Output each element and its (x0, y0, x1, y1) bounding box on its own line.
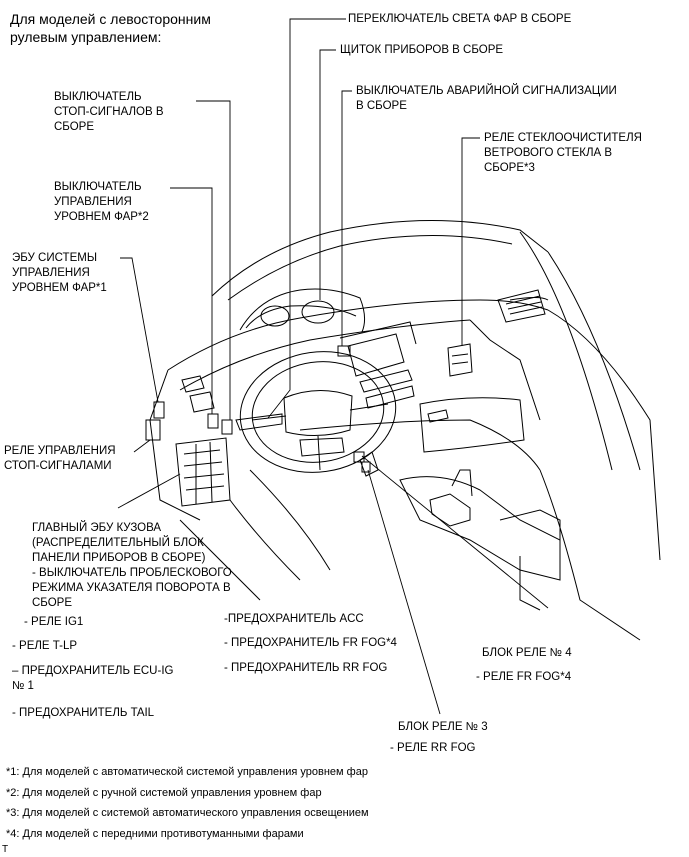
footnote-3: *3: Для моделей с системой автоматическо… (6, 807, 369, 819)
wiper-relay-part (447, 343, 473, 377)
footnote-4: *4: Для моделей с передними противотуман… (6, 828, 304, 840)
label-fuse-tail: - ПРЕДОХРАНИТЕЛЬ TAIL (12, 707, 155, 719)
leader-leveling-switch (170, 187, 213, 414)
leader-headlight-switch (267, 18, 346, 419)
glovebox (419, 397, 525, 453)
label-stop-light-switch: ВЫКЛЮЧАТЕЛЬ СТОП-СИГНАЛОВ В СБОРЕ (54, 91, 164, 133)
label-headlight-switch: ПЕРЕКЛЮЧАТЕЛЬ СВЕТА ФАР В СБОРЕ (348, 13, 572, 25)
leader-relay-block-4 (361, 455, 549, 609)
relay-block-4-part (353, 451, 365, 463)
instrument-cluster-hood (239, 288, 366, 333)
stop-light-relay-part (145, 419, 161, 441)
label-hazard-switch: ВЫКЛЮЧАТЕЛЬ АВАРИЙНОЙ СИГНАЛИЗАЦИИ В СБО… (356, 85, 617, 112)
label-combination-meter: ЩИТОК ПРИБОРОВ В СБОРЕ (340, 44, 504, 56)
steering-wheel (239, 351, 397, 473)
relay-block-3-part (361, 461, 371, 473)
leader-stop-light-switch (196, 100, 231, 420)
leader-relay-block-3 (367, 469, 441, 715)
right-a-pillar (547, 251, 641, 471)
label-relay-fr-fog: - РЕЛЕ FR FOG*4 (476, 671, 572, 683)
label-relay-tlp: - РЕЛЕ T-LP (12, 640, 78, 652)
center-display (347, 333, 405, 377)
turn-signal-stalk (235, 413, 283, 431)
hazard-switch-part (337, 345, 351, 357)
label-relay-block-3: БЛОК РЕЛЕ № 3 (398, 721, 488, 733)
center-console (399, 476, 561, 581)
leader-hazard-switch (341, 90, 352, 346)
corner-mark: T (2, 844, 9, 855)
label-relay-rr-fog: - РЕЛЕ RR FOG (390, 742, 476, 754)
label-relay-block-4: БЛОК РЕЛЕ № 4 (482, 647, 572, 659)
leveling-switch-part (207, 413, 219, 429)
label-fuse-acc: -ПРЕДОХРАНИТЕЛЬ ACC (224, 613, 364, 625)
page-heading: Для моделей с левосторонним рулевым упра… (10, 11, 211, 45)
label-leveling-switch: ВЫКЛЮЧАТЕЛЬ УПРАВЛЕНИЯ УРОВНЕМ ФАР*2 (54, 181, 149, 223)
leader-main-body-ecu (117, 473, 181, 509)
leader-stop-light-relay (133, 439, 151, 453)
label-leveling-ecu: ЭБУ СИСТЕМЫ УПРАВЛЕНИЯ УРОВНЕМ ФАР*1 (12, 252, 107, 294)
leader-leveling-ecu (120, 257, 159, 403)
dashboard-top (167, 299, 549, 371)
stop-light-switch-part (221, 419, 233, 435)
leveling-ecu-part (153, 401, 165, 419)
label-relay-ig1: - РЕЛЕ IG1 (24, 616, 84, 628)
windshield-outline (211, 220, 549, 297)
right-air-vent (497, 289, 546, 323)
body-ecu-junction-block (175, 437, 231, 507)
leader-wiper-relay (461, 137, 480, 346)
label-fuse-rr-fog: - ПРЕДОХРАНИТЕЛЬ RR FOG (224, 662, 388, 674)
label-main-body-ecu: ГЛАВНЫЙ ЭБУ КУЗОВА (РАСПРЕДЕЛИТЕЛЬНЫЙ БЛ… (32, 522, 232, 609)
footnote-2: *2: Для моделей с ручной системой управл… (6, 787, 322, 799)
label-wiper-relay: РЕЛЕ СТЕКЛООЧИСТИТЕЛЯ ВЕТРОВОГО СТЕКЛА В… (484, 132, 642, 174)
leader-combination-meter (319, 49, 336, 300)
footnote-1: *1: Для моделей с автоматической системо… (6, 766, 368, 778)
right-door (547, 309, 661, 561)
label-fuse-fr-fog: - ПРЕДОХРАНИТЕЛЬ FR FOG*4 (224, 637, 397, 649)
label-fuse-ecu-ig: – ПРЕДОХРАНИТЕЛЬ ECU-IG № 1 (12, 665, 174, 692)
label-stop-light-relay: РЕЛЕ УПРАВЛЕНИЯ СТОП-СИГНАЛАМИ (4, 445, 116, 472)
